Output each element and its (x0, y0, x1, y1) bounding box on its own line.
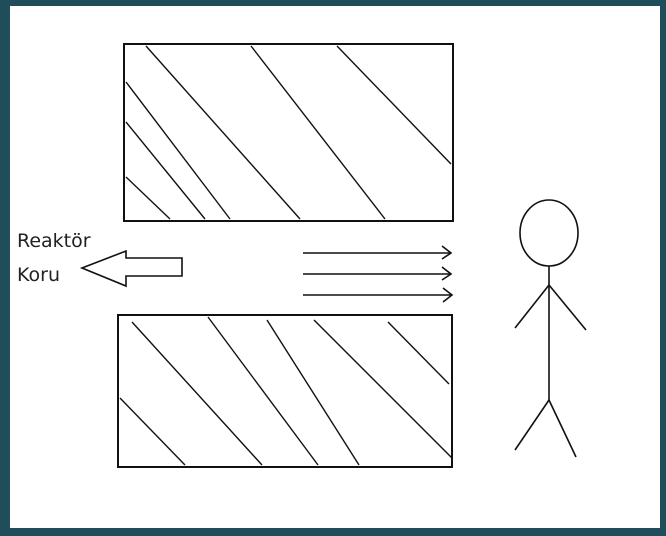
bottom-hatch-line (387, 321, 450, 385)
person-left-arm (514, 284, 550, 329)
top-hatch-line (125, 81, 231, 220)
reactor-direction-arrow (79, 249, 183, 288)
radiation-arrows (303, 245, 454, 303)
bottom-shield-outline (117, 314, 453, 468)
top-shield-block (123, 43, 454, 222)
radiation-arrow (303, 245, 453, 260)
top-hatch-line (125, 176, 171, 220)
person-figure (514, 199, 587, 458)
reactor-core-label-line2: Koru (17, 264, 60, 286)
bottom-hatch-line (313, 319, 453, 459)
bottom-hatch-line (131, 321, 263, 466)
reactor-core-label-line1: Reaktör (17, 230, 91, 252)
bottom-shield-block (117, 314, 453, 468)
radiation-arrow (303, 266, 453, 281)
radiation-arrow (303, 287, 454, 303)
top-hatch-line (250, 45, 386, 220)
person-right-leg (548, 399, 577, 458)
bottom-hatch-line (207, 316, 319, 466)
top-hatch-line (336, 45, 452, 165)
bottom-hatch-line (266, 319, 360, 466)
top-hatch-line (125, 121, 206, 220)
person-right-arm (548, 284, 587, 331)
person-left-leg (514, 399, 550, 451)
person-head (519, 199, 579, 267)
top-hatch-line (145, 45, 301, 220)
top-shield-outline (123, 43, 454, 222)
bottom-hatch-line (119, 397, 186, 466)
